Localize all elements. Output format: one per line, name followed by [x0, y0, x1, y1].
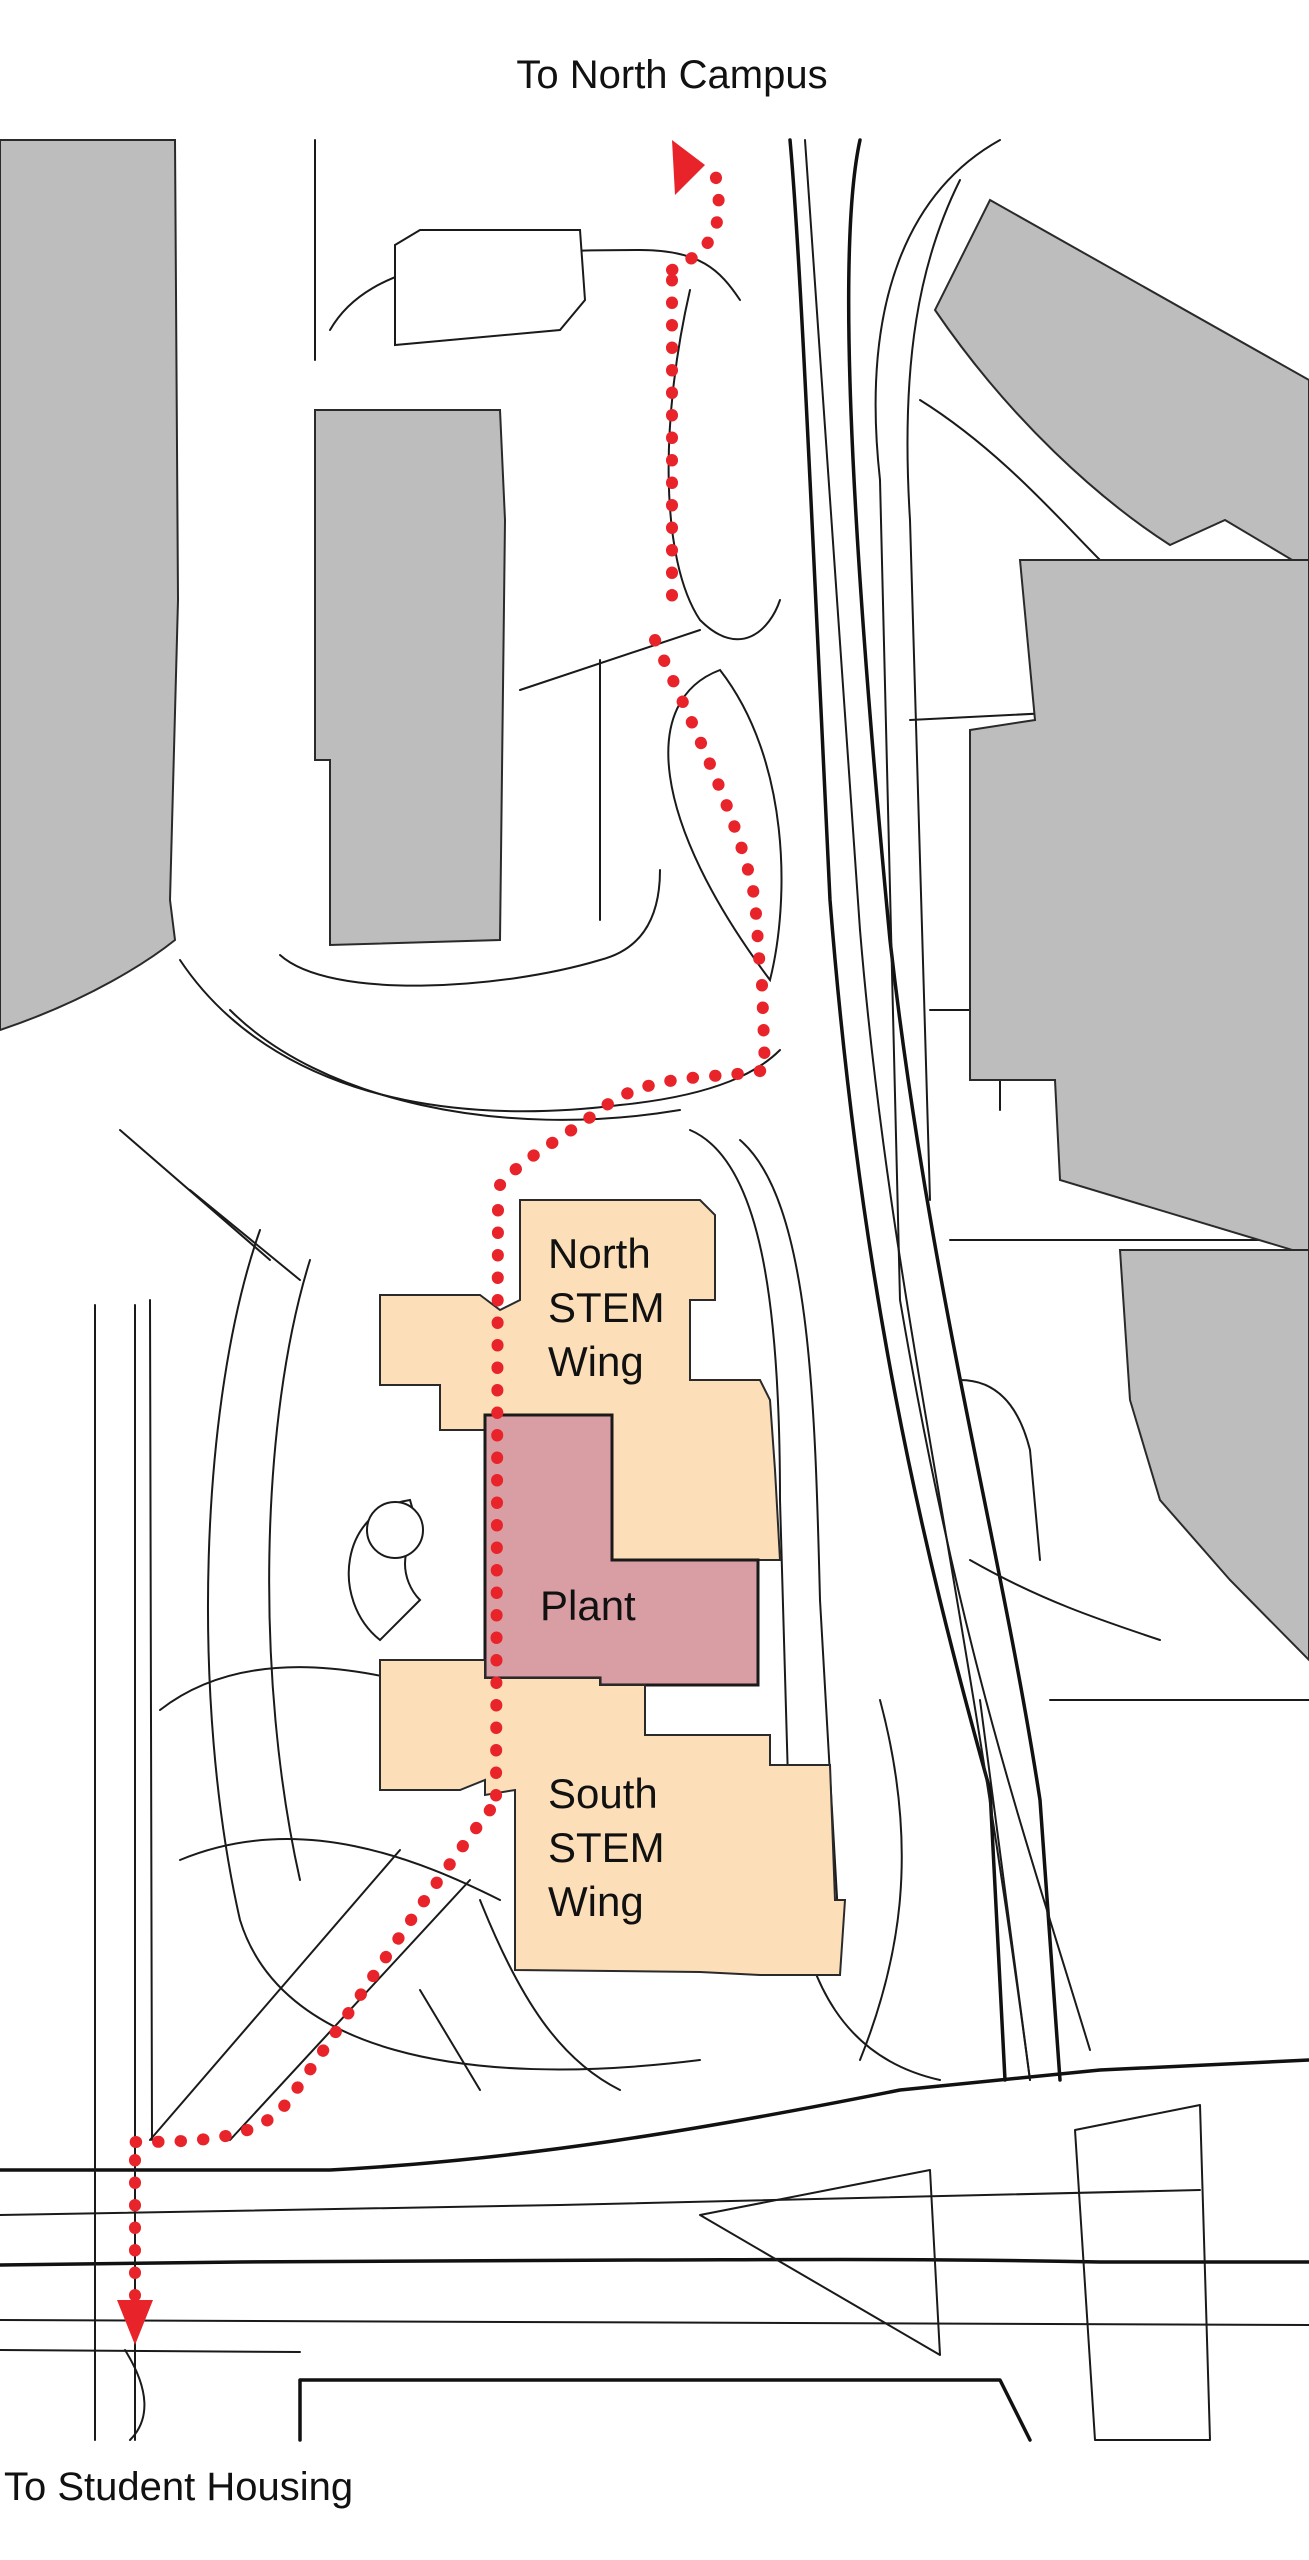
east-building-large [969, 559, 1309, 1257]
route-southwest-diagonal [124, 1804, 496, 2148]
lawn-loop-1 [207, 1229, 701, 2071]
main-road-west-edge [788, 138, 1007, 2082]
label-north-stem-wing-line2: STEM [548, 1284, 665, 1331]
south-stem-wing[interactable] [379, 1659, 847, 1976]
west-road-c [149, 1299, 153, 2141]
map-labels: To North Campus To Student Housing North… [4, 53, 828, 2509]
label-north-stem-wing-line1: North [548, 1230, 651, 1277]
label-north-stem-wing-line3: Wing [548, 1338, 644, 1385]
route-arrow-south [117, 2300, 153, 2345]
east-road-edge [874, 139, 1091, 2051]
central-building-tall [314, 409, 507, 947]
route-plaza-curve [494, 979, 771, 1191]
stem-complex[interactable] [379, 1199, 847, 1976]
east-campus-road-4 [959, 1379, 1041, 1561]
amphitheater-stage [366, 1501, 424, 1559]
bottom-road-center [0, 2189, 1201, 2216]
lens-island [667, 668, 783, 983]
label-to-student-housing: To Student Housing [4, 2465, 353, 2509]
lawn-loop-2 [268, 1259, 311, 1881]
outlined-structures [347, 229, 783, 1642]
label-south-stem-wing-line2: STEM [548, 1824, 665, 1871]
lawn-walk [419, 1989, 481, 2091]
north-annex [394, 229, 587, 347]
south-building-outline [298, 2378, 1032, 2442]
se-triangle [699, 2169, 941, 2356]
route-north-segment [666, 154, 725, 276]
label-south-stem-wing-line1: South [548, 1770, 658, 1817]
east-building-north [933, 198, 1309, 572]
plaza-arc-inner [229, 1009, 681, 1121]
label-to-north-campus: To North Campus [516, 53, 827, 97]
east-campus-road-7 [919, 399, 1101, 561]
east-building-south [1118, 1249, 1309, 1662]
complex-east-path-3 [859, 1699, 903, 2061]
walking-route [117, 140, 771, 2345]
bottom-road-south-edge [0, 2257, 1309, 2267]
se-median [979, 1699, 1031, 2081]
mid-drive-3 [279, 869, 661, 987]
west-building-large [0, 139, 180, 1032]
route-through-complex [490, 1204, 504, 1806]
complex-east-path-2 [739, 1139, 841, 1951]
north-drive-2 [667, 289, 781, 641]
plaza-diagonal-2 [189, 1189, 301, 1281]
label-plant: Plant [540, 1582, 636, 1629]
main-road-center-line [804, 139, 1031, 2081]
south-street-south [0, 2349, 301, 2353]
label-south-stem-wing-line3: Wing [548, 1878, 644, 1925]
route-arrow-north [672, 140, 705, 195]
east-service-road [906, 179, 961, 1201]
south-street-north [0, 2319, 1309, 2326]
main-road-east-edge [846, 138, 1062, 2082]
east-campus-road-5 [969, 1559, 1161, 1641]
south-street-curve [124, 2349, 146, 2441]
lawn-diagonal [149, 1849, 401, 2141]
lawn-loop-5 [479, 1899, 621, 2091]
complex-east-path [689, 1129, 941, 2081]
se-parcel [1074, 2104, 1211, 2441]
surrounding-buildings [0, 139, 1309, 1662]
bottom-road-north-edge [0, 2058, 1309, 2172]
mid-drive [519, 629, 701, 691]
